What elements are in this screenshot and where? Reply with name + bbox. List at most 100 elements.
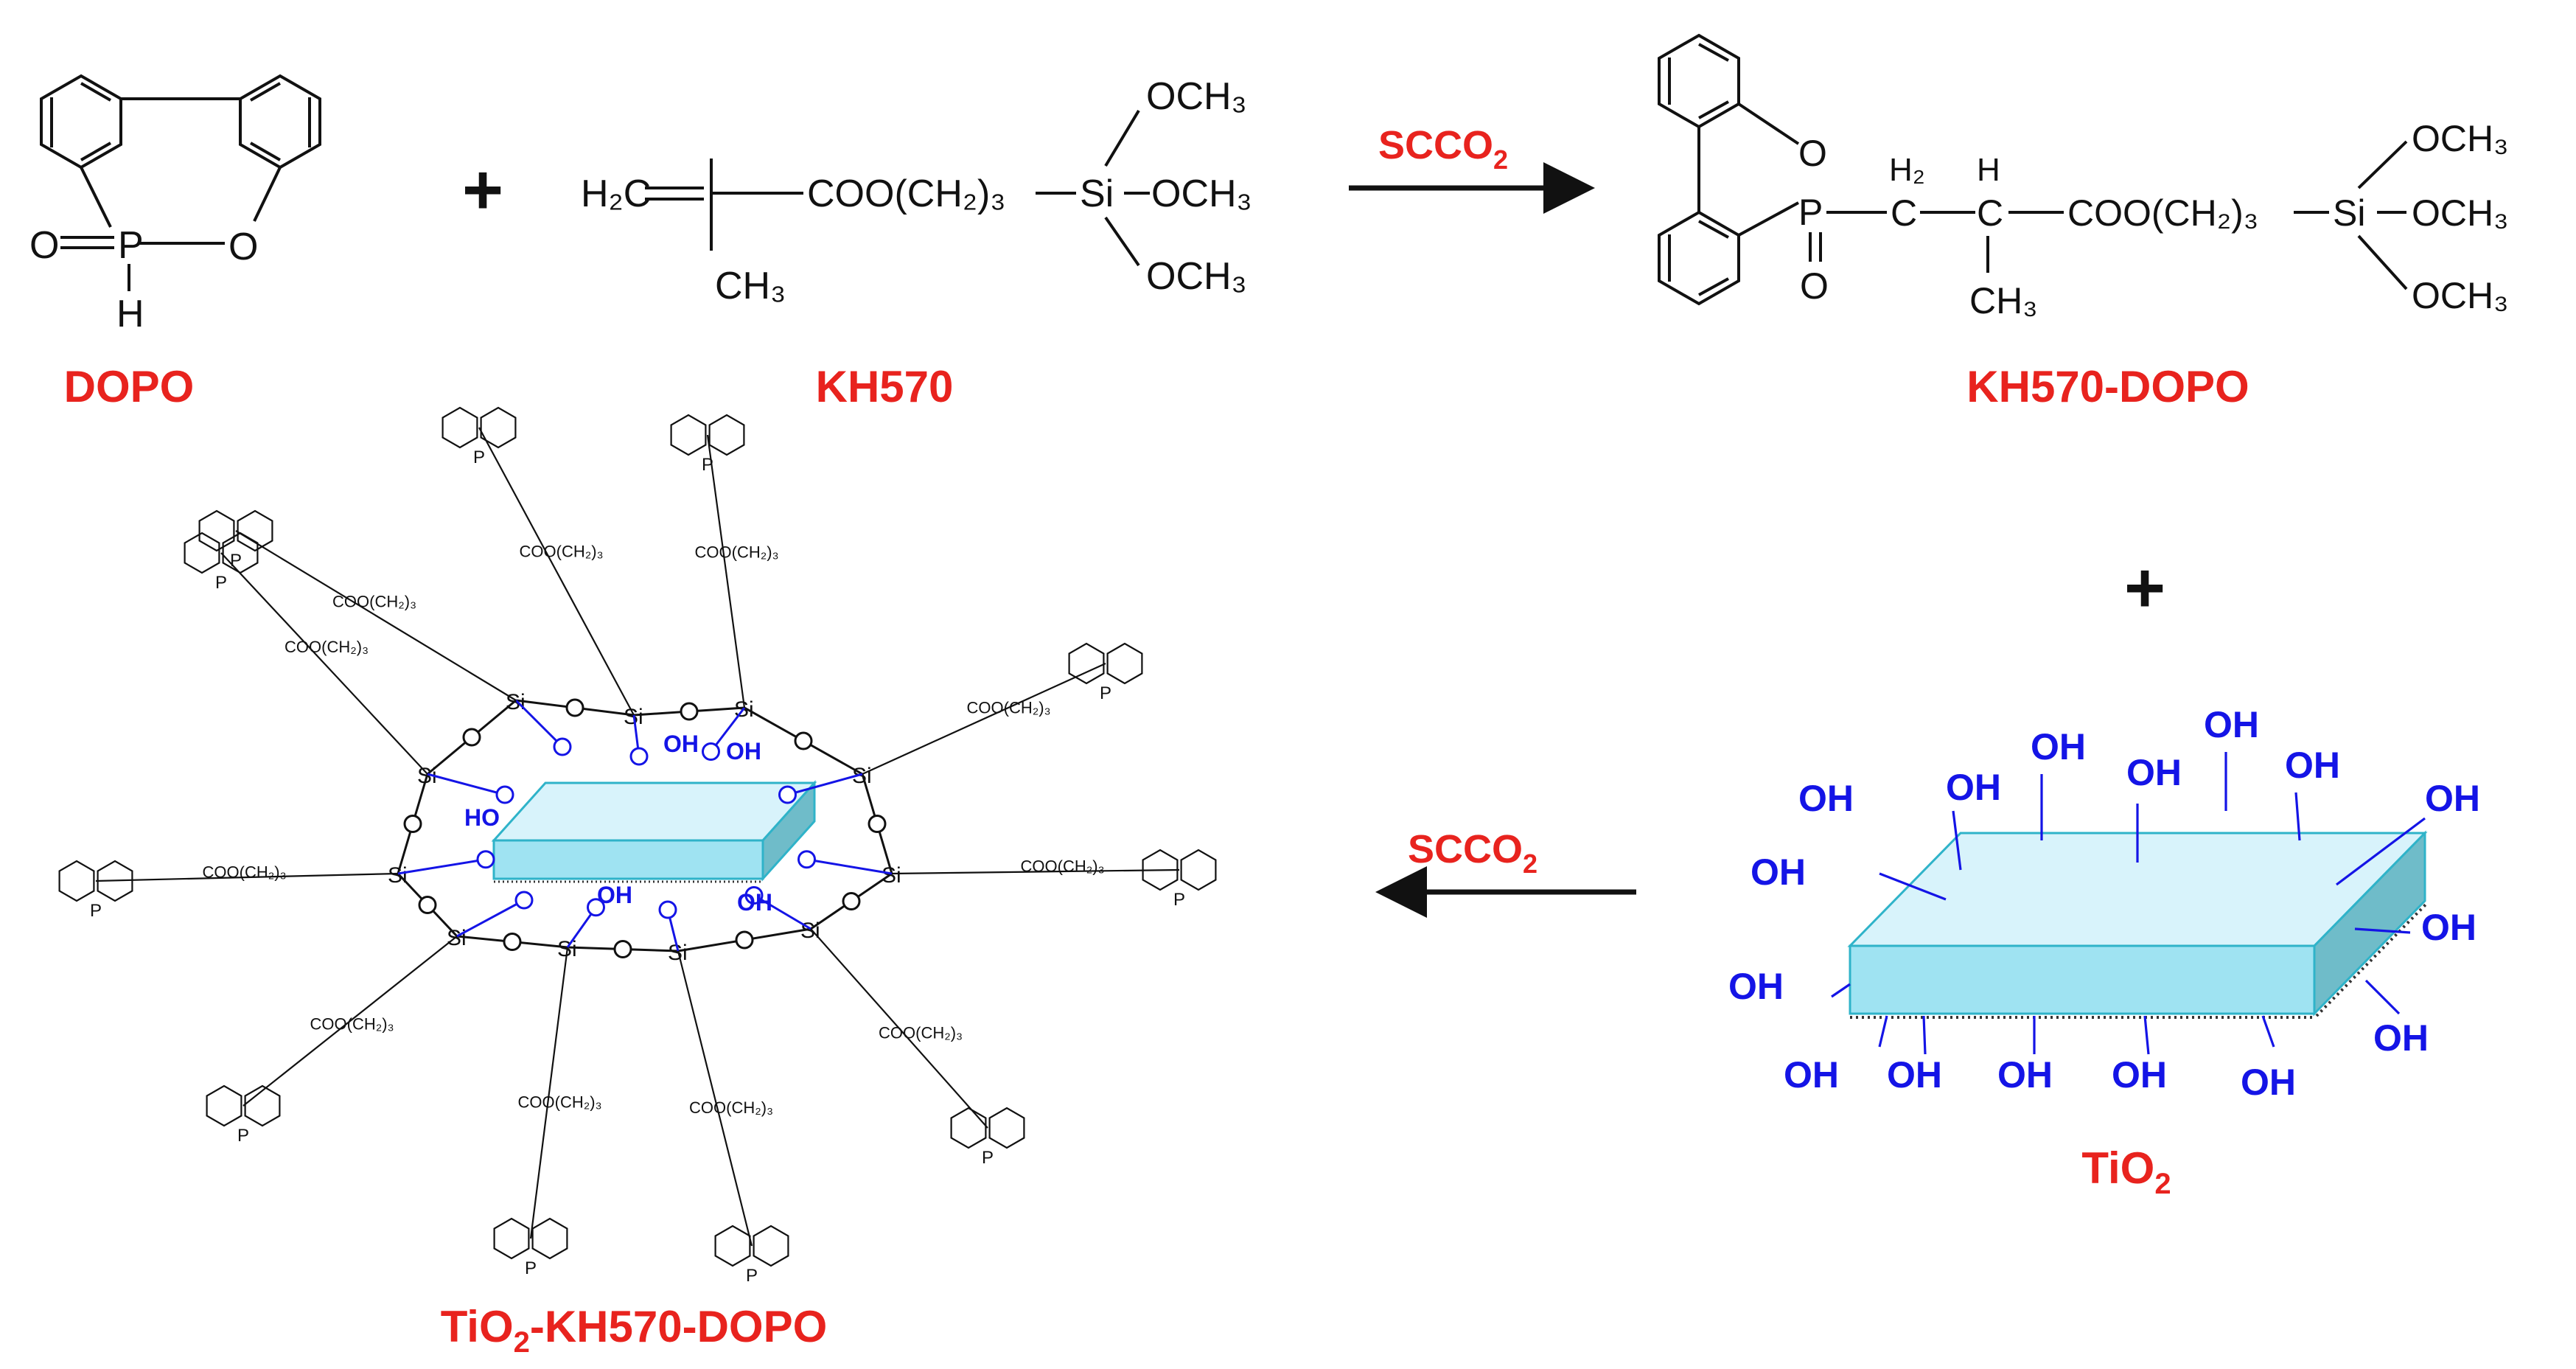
dopo-p-atom: P	[525, 1258, 537, 1278]
hydroxyl-label: OH	[1798, 778, 1854, 819]
ester-chain-label: COO(CH₂)₃	[285, 638, 369, 656]
kh570-ester: COO(CH₂)₃	[807, 173, 1006, 215]
product-och3-top: OCH₃	[2412, 118, 2508, 159]
si-atom: Si	[388, 863, 408, 888]
hydroxyl-label: OH	[2373, 1017, 2429, 1059]
dopo-p-atom: P	[1100, 683, 1111, 703]
bridging-o-atom	[794, 731, 813, 750]
kh570-chain-bond	[706, 434, 746, 708]
hydroxyl-label: OH	[1728, 966, 1784, 1007]
product-och3-bot: OCH₃	[2412, 275, 2508, 316]
tio2-slab-icon	[491, 780, 817, 883]
si-atom: Si	[447, 926, 467, 950]
hydroxyl-label: OH	[1751, 851, 1806, 893]
ester-chain-label: COO(CH₂)₃	[310, 1015, 394, 1034]
dopo-p-atom: P	[746, 1266, 758, 1286]
kh570-chain-bond	[478, 427, 635, 716]
benzene-ring-icon	[480, 406, 517, 449]
ester-chain-label: COO(CH₂)₃	[879, 1024, 963, 1042]
kh570-och3-bot: OCH₃	[1146, 255, 1247, 298]
benzene-ring-icon	[239, 74, 321, 169]
product-ester: COO(CH₂)₃	[2067, 192, 2258, 234]
tio2-kh570-dopo-label: TiO2-KH570-DOPO	[441, 1302, 828, 1359]
benzene-ring-icon	[1658, 211, 1740, 305]
hydroxyl-label: OH	[2204, 704, 2259, 745]
kh570-si: Si	[1080, 173, 1114, 215]
tio2-kh570-dopo-hybrid: SiSiSiSiSiSiSiSiSiSiSiOHOHOHOHHOCOO(CH₂)…	[58, 406, 1217, 1359]
dopo-p-atom: P	[473, 447, 485, 467]
hydroxyl-label: OH	[1887, 1054, 1942, 1095]
kh570-och3-mid: OCH₃	[1151, 173, 1252, 215]
kh570-och3-top: OCH₃	[1146, 75, 1247, 118]
benzene-ring-icon	[244, 1084, 281, 1127]
product-c1: C	[1891, 192, 1917, 234]
si-o-ti-bond	[427, 773, 506, 796]
dopo-p-atom: P	[237, 1126, 249, 1146]
benzene-ring-icon	[531, 1217, 568, 1260]
plus-sign-top: +	[462, 150, 503, 229]
kh570-dopo-label: KH570-DOPO	[1966, 362, 2249, 411]
kh570-chain-bond	[810, 928, 988, 1129]
product-h: H	[1977, 152, 2000, 188]
bridging-o-atom	[503, 933, 522, 951]
product-c2: C	[1977, 192, 2003, 234]
product-p-atom: P	[1798, 192, 1823, 233]
surface-o-atom	[587, 898, 605, 917]
dopo-o-double-atom: O	[29, 224, 59, 267]
surface-hydroxyl: OH	[737, 889, 772, 916]
benzene-ring-icon	[988, 1107, 1025, 1149]
kh570-dopo-structure: O P O H₂ C H C CH₃ COO(CH₂)₃ Si OCH₃ OCH…	[1658, 34, 2508, 411]
bridging-o-atom	[680, 702, 699, 721]
benzene-ring-icon	[222, 532, 259, 574]
scco2-label-top: SCCO2	[1378, 123, 1508, 175]
surface-o-atom	[476, 850, 495, 869]
benzene-ring-icon	[198, 509, 235, 552]
plus-sign-right: +	[2124, 548, 2165, 627]
hydroxyl-label: OH	[1946, 767, 2001, 808]
hydroxyl-label: OH	[1997, 1054, 2053, 1095]
kh570-structure: H₂C CH₃ COO(CH₂)₃ Si OCH₃ OCH₃ OCH₃ KH57…	[581, 75, 1252, 411]
benzene-ring-icon	[753, 1225, 789, 1267]
dopo-label: DOPO	[64, 362, 195, 411]
kh570-chain-bond	[95, 872, 399, 882]
kh570-ch3: CH₃	[715, 265, 786, 307]
dopo-p-atom: P	[1173, 890, 1185, 910]
si-atom: Si	[882, 863, 901, 888]
surface-o-atom	[495, 785, 514, 804]
surface-hydroxyl: HO	[464, 804, 500, 831]
benzene-ring-icon	[950, 1107, 987, 1149]
benzene-ring-icon	[58, 860, 95, 902]
kh570-chain-bond	[862, 662, 1106, 776]
benzene-ring-icon	[97, 860, 133, 902]
surface-o-atom	[629, 747, 649, 766]
dopo-p-atom: P	[118, 224, 144, 267]
si-atom: Si	[668, 941, 688, 965]
dopo-o-ring-atom: O	[228, 226, 258, 268]
product-o-double: O	[1800, 265, 1829, 307]
ester-chain-label: COO(CH₂)₃	[689, 1098, 773, 1117]
surface-o-atom	[702, 742, 720, 761]
surface-o-atom	[744, 886, 764, 905]
ester-chain-label: COO(CH₂)₃	[967, 699, 1051, 717]
product-och3-mid: OCH₃	[2412, 192, 2508, 234]
product-ch3: CH₃	[1969, 280, 2038, 321]
si-o-ti-bond	[753, 894, 811, 930]
tio2-slab-icon	[1847, 830, 2429, 1019]
si-o-ti-bond	[456, 899, 525, 938]
dopo-p-atom: P	[90, 901, 102, 921]
surface-o-atom	[797, 850, 816, 869]
si-o-ti-bond	[787, 773, 863, 796]
kh570-chain-bond	[235, 530, 517, 701]
kh570-chain-bond	[242, 936, 458, 1107]
product-h2: H₂	[1889, 152, 1925, 188]
bridging-o-atom	[735, 930, 754, 950]
benzene-ring-icon	[708, 414, 745, 456]
benzene-ring-icon	[237, 509, 273, 552]
scco2-label-bottom: SCCO2	[1408, 827, 1537, 879]
surface-o-atom	[778, 785, 797, 804]
bridging-o-atom	[613, 940, 632, 958]
bridging-o-atom	[418, 896, 437, 914]
bridging-o-atom	[565, 698, 584, 717]
product-o-ring: O	[1798, 133, 1827, 174]
